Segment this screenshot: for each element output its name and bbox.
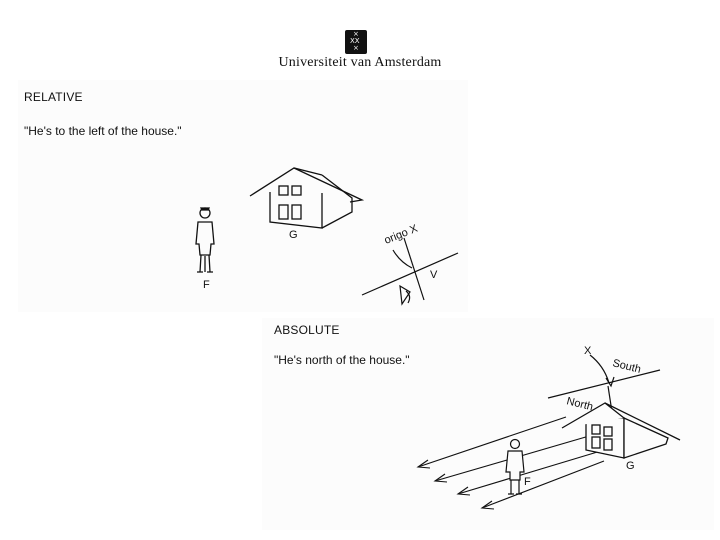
relative-label-f: F	[203, 279, 210, 291]
relative-viewpoint-axes	[361, 237, 459, 306]
absolute-house	[561, 402, 681, 459]
relative-house	[249, 167, 365, 229]
university-name: Universiteit van Amsterdam	[278, 55, 442, 70]
absolute-label-g: G	[626, 460, 635, 472]
relative-panel	[18, 80, 468, 312]
logo-glyph-top: ×	[353, 30, 359, 38]
relative-label-v: V	[430, 269, 438, 281]
university-logo: × XX ×	[345, 30, 367, 54]
absolute-heading: ABSOLUTE	[274, 323, 340, 337]
absolute-person-figure	[505, 438, 525, 495]
relative-label-g: G	[289, 229, 298, 241]
relative-quote: "He's to the left of the house."	[24, 124, 182, 138]
logo-glyph-middle: XX	[350, 37, 360, 45]
absolute-label-x: X	[584, 345, 592, 357]
absolute-quote: "He's north of the house."	[274, 353, 410, 367]
absolute-label-south: South	[611, 357, 642, 376]
absolute-label-f: F	[524, 476, 531, 488]
relative-person-figure	[195, 207, 215, 273]
relative-heading: RELATIVE	[24, 90, 83, 104]
absolute-label-north: North	[565, 395, 594, 413]
logo-glyph-bottom: ×	[353, 44, 359, 52]
